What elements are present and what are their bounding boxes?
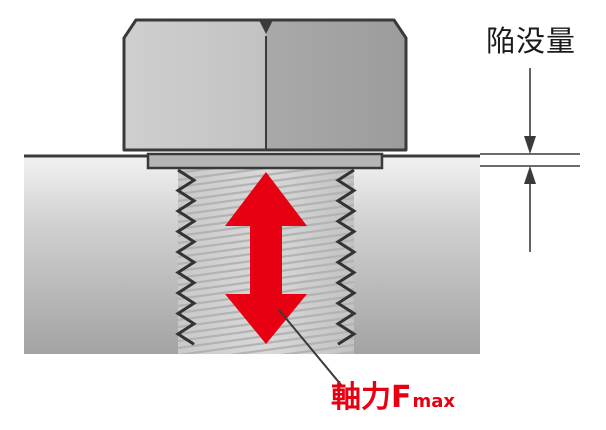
sink-amount-dimension [480, 68, 580, 252]
thread-profile-right [335, 168, 357, 346]
axial-force-label: 軸力Fmax [331, 372, 455, 416]
bolt-hex-head [122, 18, 408, 152]
bolt-flange [146, 152, 384, 170]
force-leader-line [278, 309, 343, 387]
clamped-plate-right [352, 156, 480, 354]
thread-profile-left [175, 168, 197, 346]
clamped-plate-left [24, 156, 182, 354]
axial-force-arrow [225, 172, 307, 344]
axial-force-label-main: 軸力F [331, 380, 412, 415]
sink-amount-label: 陥没量 [486, 24, 577, 58]
axial-force-label-subscript: max [412, 391, 456, 412]
